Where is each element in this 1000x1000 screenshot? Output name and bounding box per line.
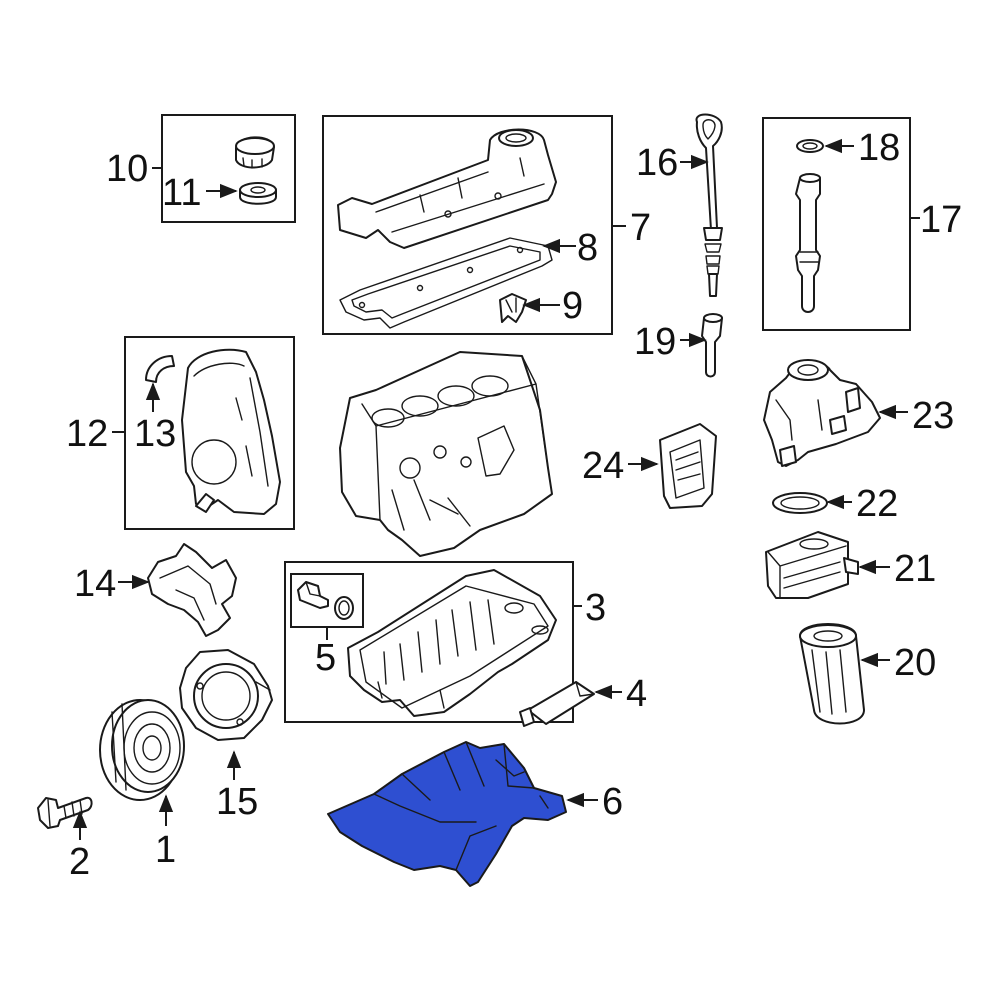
drain-plug [297,581,329,609]
oil-cooler [765,531,859,599]
oil-cap-seal [239,182,277,205]
seal-housing [179,649,273,741]
callout-9: 9 [562,285,583,327]
hose [145,355,175,383]
callout-18: 18 [858,127,900,169]
crankshaft-pulley [99,699,185,801]
dipstick-guide [701,313,723,378]
oil-filter-housing [763,359,881,467]
drain-plug-washer [334,596,354,620]
callout-20: 20 [894,642,936,684]
callout-1: 1 [155,829,176,871]
oil-separator-plate [659,423,717,509]
oil-dipstick [695,113,723,297]
group-box-oil-pan [284,561,574,723]
valve-cover-gasket [339,237,553,329]
callout-2: 2 [69,841,90,883]
group-box-dipstick-tube [762,117,911,331]
callout-6: 6 [602,781,623,823]
callout-7: 7 [630,207,651,249]
callout-17: 17 [920,199,962,241]
engine-block [339,351,553,557]
callout-4: 4 [626,673,647,715]
dipstick-tube [795,173,821,313]
lower-oil-pan-highlighted [327,741,567,887]
callout-10: 10 [106,148,148,190]
timing-cover [181,348,281,515]
dipstick-tube-oring [796,139,824,153]
callout-23: 23 [912,395,954,437]
callout-21: 21 [894,548,936,590]
inner-timing-cover [147,543,237,637]
callout-22: 22 [856,483,898,525]
oil-filler-cap [235,136,275,169]
oil-pan [347,569,557,717]
callout-3: 3 [585,587,606,629]
callout-11: 11 [162,172,201,214]
oil-filter [799,623,865,725]
housing-gasket [772,492,828,514]
callout-15: 15 [216,781,258,823]
callout-labels: 10 11 7 8 9 16 19 18 17 12 13 23 24 22 2… [66,127,962,883]
callout-19: 19 [634,321,676,363]
callout-8: 8 [577,227,598,269]
callout-24: 24 [582,445,624,487]
leader-lines [72,138,920,840]
callout-14: 14 [74,563,116,605]
sealant-tube [519,681,595,727]
callout-12: 12 [66,413,108,455]
crankshaft-bolt [37,796,93,829]
callout-5: 5 [315,637,336,679]
cover-bracket [499,293,527,323]
callout-13: 13 [134,413,176,455]
callout-16: 16 [636,142,678,184]
valve-cover [337,128,557,249]
